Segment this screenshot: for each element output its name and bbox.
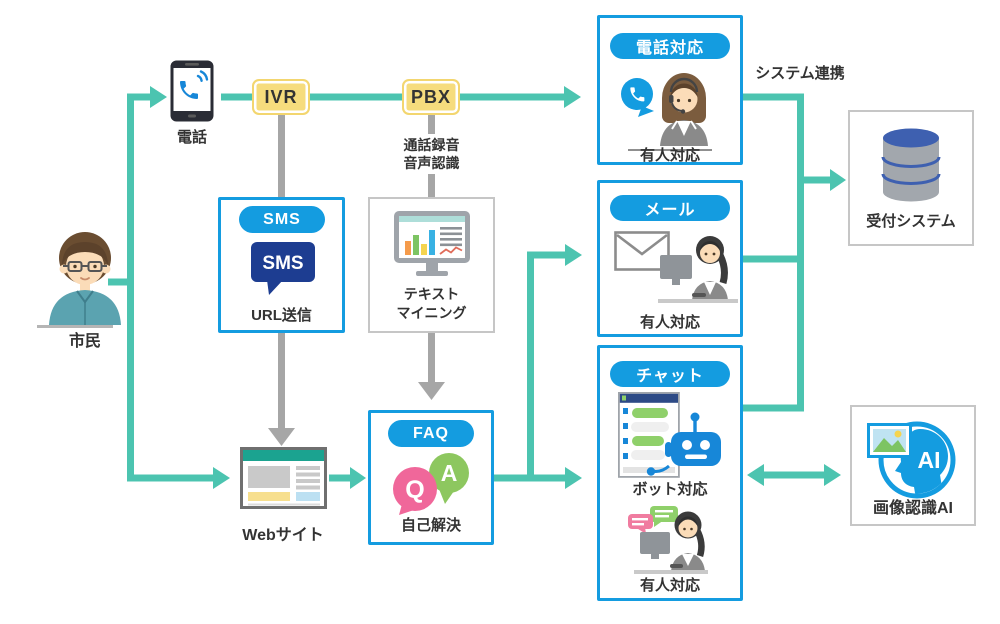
- website-label: Webサイト: [242, 527, 324, 544]
- arrowhead-to-phonesupport: [564, 86, 581, 108]
- chat-pill: チャット: [610, 361, 730, 387]
- a-bubble-text: A: [441, 460, 458, 486]
- phone-support-ground: [628, 149, 712, 151]
- sms-bubble-text: SMS: [262, 253, 303, 274]
- bot-support-label: ボット対応: [632, 481, 708, 498]
- call-recording-note-line1: 通話録音: [403, 137, 460, 153]
- text-mining-panel: テキスト マイニング: [368, 197, 495, 333]
- line-junction-trunk: [127, 93, 213, 482]
- chat-panel: チャット ボット対応: [597, 345, 743, 601]
- website-icon: [240, 447, 327, 509]
- arrowhead-ai-right: [824, 464, 841, 486]
- arrowhead-to-mail: [565, 244, 582, 266]
- url-send-label: URL送信: [251, 307, 312, 324]
- call-recording-note: 通話録音 音声認識: [381, 134, 482, 174]
- ai-head-icon: AI: [867, 421, 956, 499]
- sms-pill: SMS: [239, 206, 325, 233]
- arrowhead-sms-website: [268, 428, 295, 446]
- chatbot-icon: [618, 392, 721, 478]
- image-ai-panel: AI 画像認識AI: [850, 405, 976, 526]
- arrowhead-ai-left: [747, 464, 764, 486]
- phone-support-pill: 電話対応: [610, 33, 730, 59]
- mail-pill: メール: [610, 195, 730, 221]
- faq-pill: FAQ: [388, 420, 474, 447]
- pbx-chip: PBX: [402, 79, 460, 115]
- text-mining-line2: マイニング: [396, 305, 467, 321]
- database-icon: [881, 128, 941, 202]
- citizen-figure: [37, 232, 121, 328]
- call-recording-note-line2: 音声認識: [403, 155, 460, 171]
- arrowhead-to-reception: [830, 169, 846, 191]
- envelope-icon: [614, 231, 670, 271]
- mail-human-label: 有人対応: [639, 314, 700, 331]
- mail-operator-icon: [658, 236, 738, 303]
- sms-panel: SMS SMS URL送信: [218, 197, 345, 333]
- chat-operator-icon: [628, 506, 708, 574]
- operator-headset-icon: [621, 73, 708, 146]
- arrowhead-mining-faq: [418, 382, 445, 400]
- citizen-label: 市民: [68, 333, 101, 350]
- line-faq-to-mail: [527, 251, 565, 478]
- arrowhead-to-phone: [150, 86, 167, 108]
- mail-panel: メール 有人対応: [597, 180, 743, 337]
- text-mining-line1: テキスト: [403, 286, 460, 302]
- teal-arrowheads: [150, 86, 846, 489]
- phone-support-human-label: 有人対応: [639, 147, 700, 164]
- reception-panel: 受付システム: [848, 110, 974, 246]
- arrowhead-to-website: [213, 467, 230, 489]
- gray-arrowheads: [268, 382, 445, 446]
- ivr-chip: IVR: [252, 79, 310, 115]
- phone-support-panel: 電話対応 有人対応: [597, 15, 743, 165]
- text-mining-label: テキスト マイニング: [370, 285, 493, 323]
- ai-badge-text: AI: [918, 447, 941, 473]
- chat-human-label: 有人対応: [639, 577, 700, 594]
- reception-label: 受付システム: [866, 213, 956, 230]
- image-ai-label: 画像認識AI: [872, 500, 953, 517]
- sms-bubble-icon: SMS: [251, 242, 315, 295]
- qa-bubbles-icon: A Q: [393, 453, 469, 515]
- faq-panel: FAQ A Q 自己解決: [368, 410, 494, 545]
- self-resolve-label: 自己解決: [400, 517, 461, 534]
- monitor-chart-icon: [394, 211, 470, 276]
- line-right-collector: [743, 93, 804, 412]
- phone-label: 電話: [176, 129, 207, 146]
- q-bubble-text: Q: [405, 476, 424, 504]
- phone-icon: [170, 60, 214, 122]
- system-link-label: システム連携: [755, 65, 845, 82]
- arrowhead-to-faq: [350, 467, 366, 489]
- arrowhead-to-chat: [565, 467, 582, 489]
